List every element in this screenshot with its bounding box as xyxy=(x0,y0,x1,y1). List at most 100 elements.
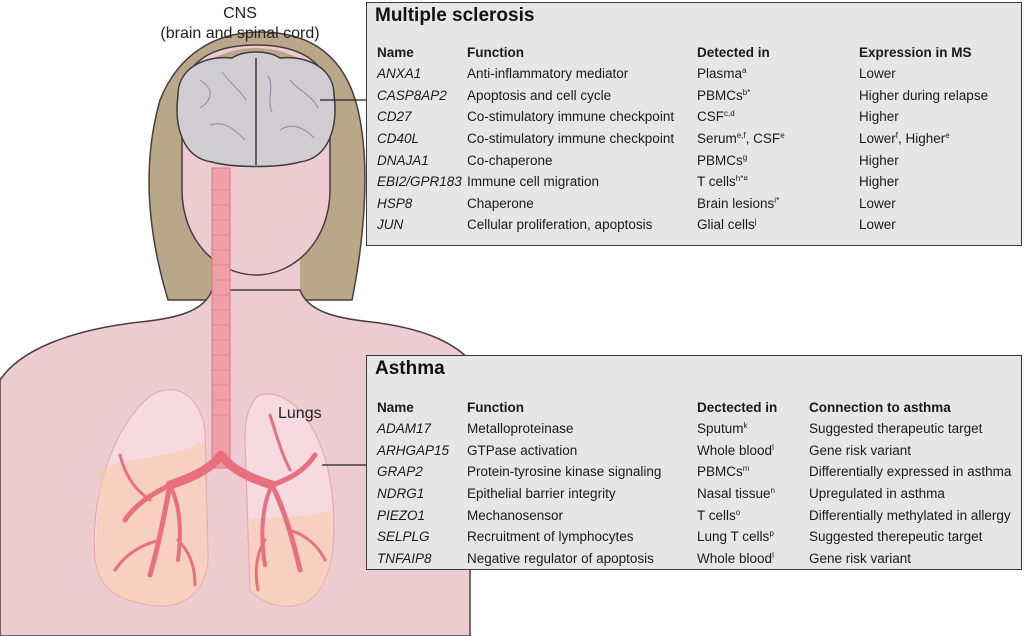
cell-text: PBMCs xyxy=(697,152,743,168)
asthma-table: Name Function Dectected in Connection to… xyxy=(377,396,1023,569)
reference-superscript: m xyxy=(742,464,750,474)
gene-name-cell: EBI2/GPR183 xyxy=(377,174,462,190)
asthma-header-name: Name xyxy=(377,399,414,415)
reference-superscript: i* xyxy=(774,195,780,205)
detected-in-cell: Plasmaa xyxy=(697,63,859,85)
cell-text: , Higher xyxy=(898,131,946,147)
brain-gyri xyxy=(199,71,319,141)
cell-text: Gene risk variant xyxy=(809,442,912,458)
cell-text: T cells xyxy=(697,174,736,190)
gene-name-cell: CASP8AP2 xyxy=(377,87,447,103)
reference-superscript: l xyxy=(772,550,774,560)
reference-superscript: k xyxy=(743,421,748,431)
detected-in-cell: PBMCsm xyxy=(697,461,809,483)
cell-text: Nasal tissue xyxy=(697,486,771,502)
reference-superscript: j xyxy=(754,217,757,227)
asthma-panel: Asthma Name Function Dectected in Connec… xyxy=(366,355,1022,570)
detected-in-cell: Lung T cellsp xyxy=(697,526,809,548)
cell-text: PBMCs xyxy=(697,464,743,480)
reference-superscript: n xyxy=(770,486,775,496)
detected-in-cell: Glial cellsj xyxy=(697,214,859,236)
cell-text: Suggested therapeutic target xyxy=(809,421,983,437)
ms-panel-title: Multiple sclerosis xyxy=(375,5,535,26)
function-cell: Negative regulator of apoptosis xyxy=(467,550,654,566)
gene-name-cell: CD40L xyxy=(377,131,420,147)
cell-text: Higher xyxy=(859,109,899,125)
expression-cell: Differentially methylated in allergy xyxy=(809,504,1023,526)
table-row: CD27 Co-stimulatory immune checkpoint CSFc… xyxy=(377,106,1017,128)
cell-text: Gene risk variant xyxy=(809,550,912,566)
function-cell: Co-stimulatory immune checkpoint xyxy=(467,109,675,125)
table-row: SELPLG Recruitment of lymphocytes Lung T c… xyxy=(377,526,1023,548)
gene-name-cell: GRAP2 xyxy=(377,464,423,480)
reference-superscript: e xyxy=(945,131,950,141)
cell-text: Whole blood xyxy=(697,550,773,566)
cell-text: Lower xyxy=(859,131,896,147)
cell-text: Higher xyxy=(859,174,899,190)
asthma-header-function: Function xyxy=(467,399,524,415)
reference-superscript: e xyxy=(780,131,785,141)
gene-name-cell: SELPLG xyxy=(377,529,430,545)
ms-header-row: Name Function Detected in Expression in … xyxy=(377,41,1017,63)
cell-text: Differentially expressed in asthma xyxy=(809,464,1012,480)
function-cell: Anti-inflammatory mediator xyxy=(467,66,629,82)
ms-panel: Multiple sclerosis Name Function Detecte… xyxy=(366,2,1022,246)
function-cell: Co-stimulatory immune checkpoint xyxy=(467,131,675,147)
asthma-header-connection: Connection to asthma xyxy=(809,399,951,415)
cell-text: Sputum xyxy=(697,421,744,437)
asthma-header-detected: Dectected in xyxy=(697,399,778,415)
function-cell: Epithelial barrier integrity xyxy=(467,486,616,502)
reference-superscript: e,f xyxy=(736,131,746,141)
gene-name-cell: JUN xyxy=(377,217,404,233)
expression-cell: Higher during relapse xyxy=(859,85,1017,107)
gene-name-cell: ANXA1 xyxy=(377,66,422,82)
asthma-panel-title: Asthma xyxy=(375,358,445,379)
expression-cell: Higher xyxy=(859,149,1017,171)
bronchi xyxy=(113,413,327,592)
gene-name-cell: ARHGAP15 xyxy=(377,442,450,458)
function-cell: Apoptosis and cell cycle xyxy=(467,87,612,103)
detected-in-cell: T cellso xyxy=(697,504,809,526)
reference-superscript: l xyxy=(772,442,774,452)
reference-superscript: c,d xyxy=(724,109,735,119)
gene-name-cell: CD27 xyxy=(377,109,412,125)
asthma-header-row: Name Function Dectected in Connection to… xyxy=(377,396,1023,418)
detected-in-cell: Whole bloodl xyxy=(697,548,809,570)
cell-text: CSF xyxy=(697,109,724,125)
reference-superscript: g xyxy=(742,152,748,162)
expression-cell: Lower xyxy=(859,214,1017,236)
cell-text: T cells xyxy=(697,507,736,523)
table-row: GRAP2 Protein-tyrosine kinase signaling PB… xyxy=(377,461,1023,483)
expression-cell: Upregulated in asthma xyxy=(809,483,1023,505)
detected-in-cell: CSFc,d xyxy=(697,106,859,128)
expression-cell: Gene risk variant xyxy=(809,440,1023,462)
cell-text: , CSF xyxy=(745,131,781,147)
expression-cell: Higher xyxy=(859,171,1017,193)
function-cell: Protein-tyrosine kinase signaling xyxy=(467,464,662,480)
function-cell: Recruitment of lymphocytes xyxy=(467,529,634,545)
function-cell: Cellular proliferation, apoptosis xyxy=(467,217,653,233)
function-cell: GTPase activation xyxy=(467,442,578,458)
function-cell: Mechanosensor xyxy=(467,507,564,523)
ms-header-detected: Detected in xyxy=(697,44,770,60)
gene-name-cell: DNAJA1 xyxy=(377,152,429,168)
cell-text: PBMCs xyxy=(697,87,743,103)
detected-in-cell: PBMCsg xyxy=(697,149,859,171)
cell-text: Plasma xyxy=(697,66,743,82)
cell-text: Higher xyxy=(859,152,899,168)
expression-cell: Lowerf, Highere xyxy=(859,128,1017,150)
cell-text: Suggested therepeutic target xyxy=(809,529,983,545)
gene-name-cell: PIEZO1 xyxy=(377,507,426,523)
cell-text: Whole blood xyxy=(697,442,773,458)
reference-superscript: h*¤ xyxy=(735,174,748,184)
